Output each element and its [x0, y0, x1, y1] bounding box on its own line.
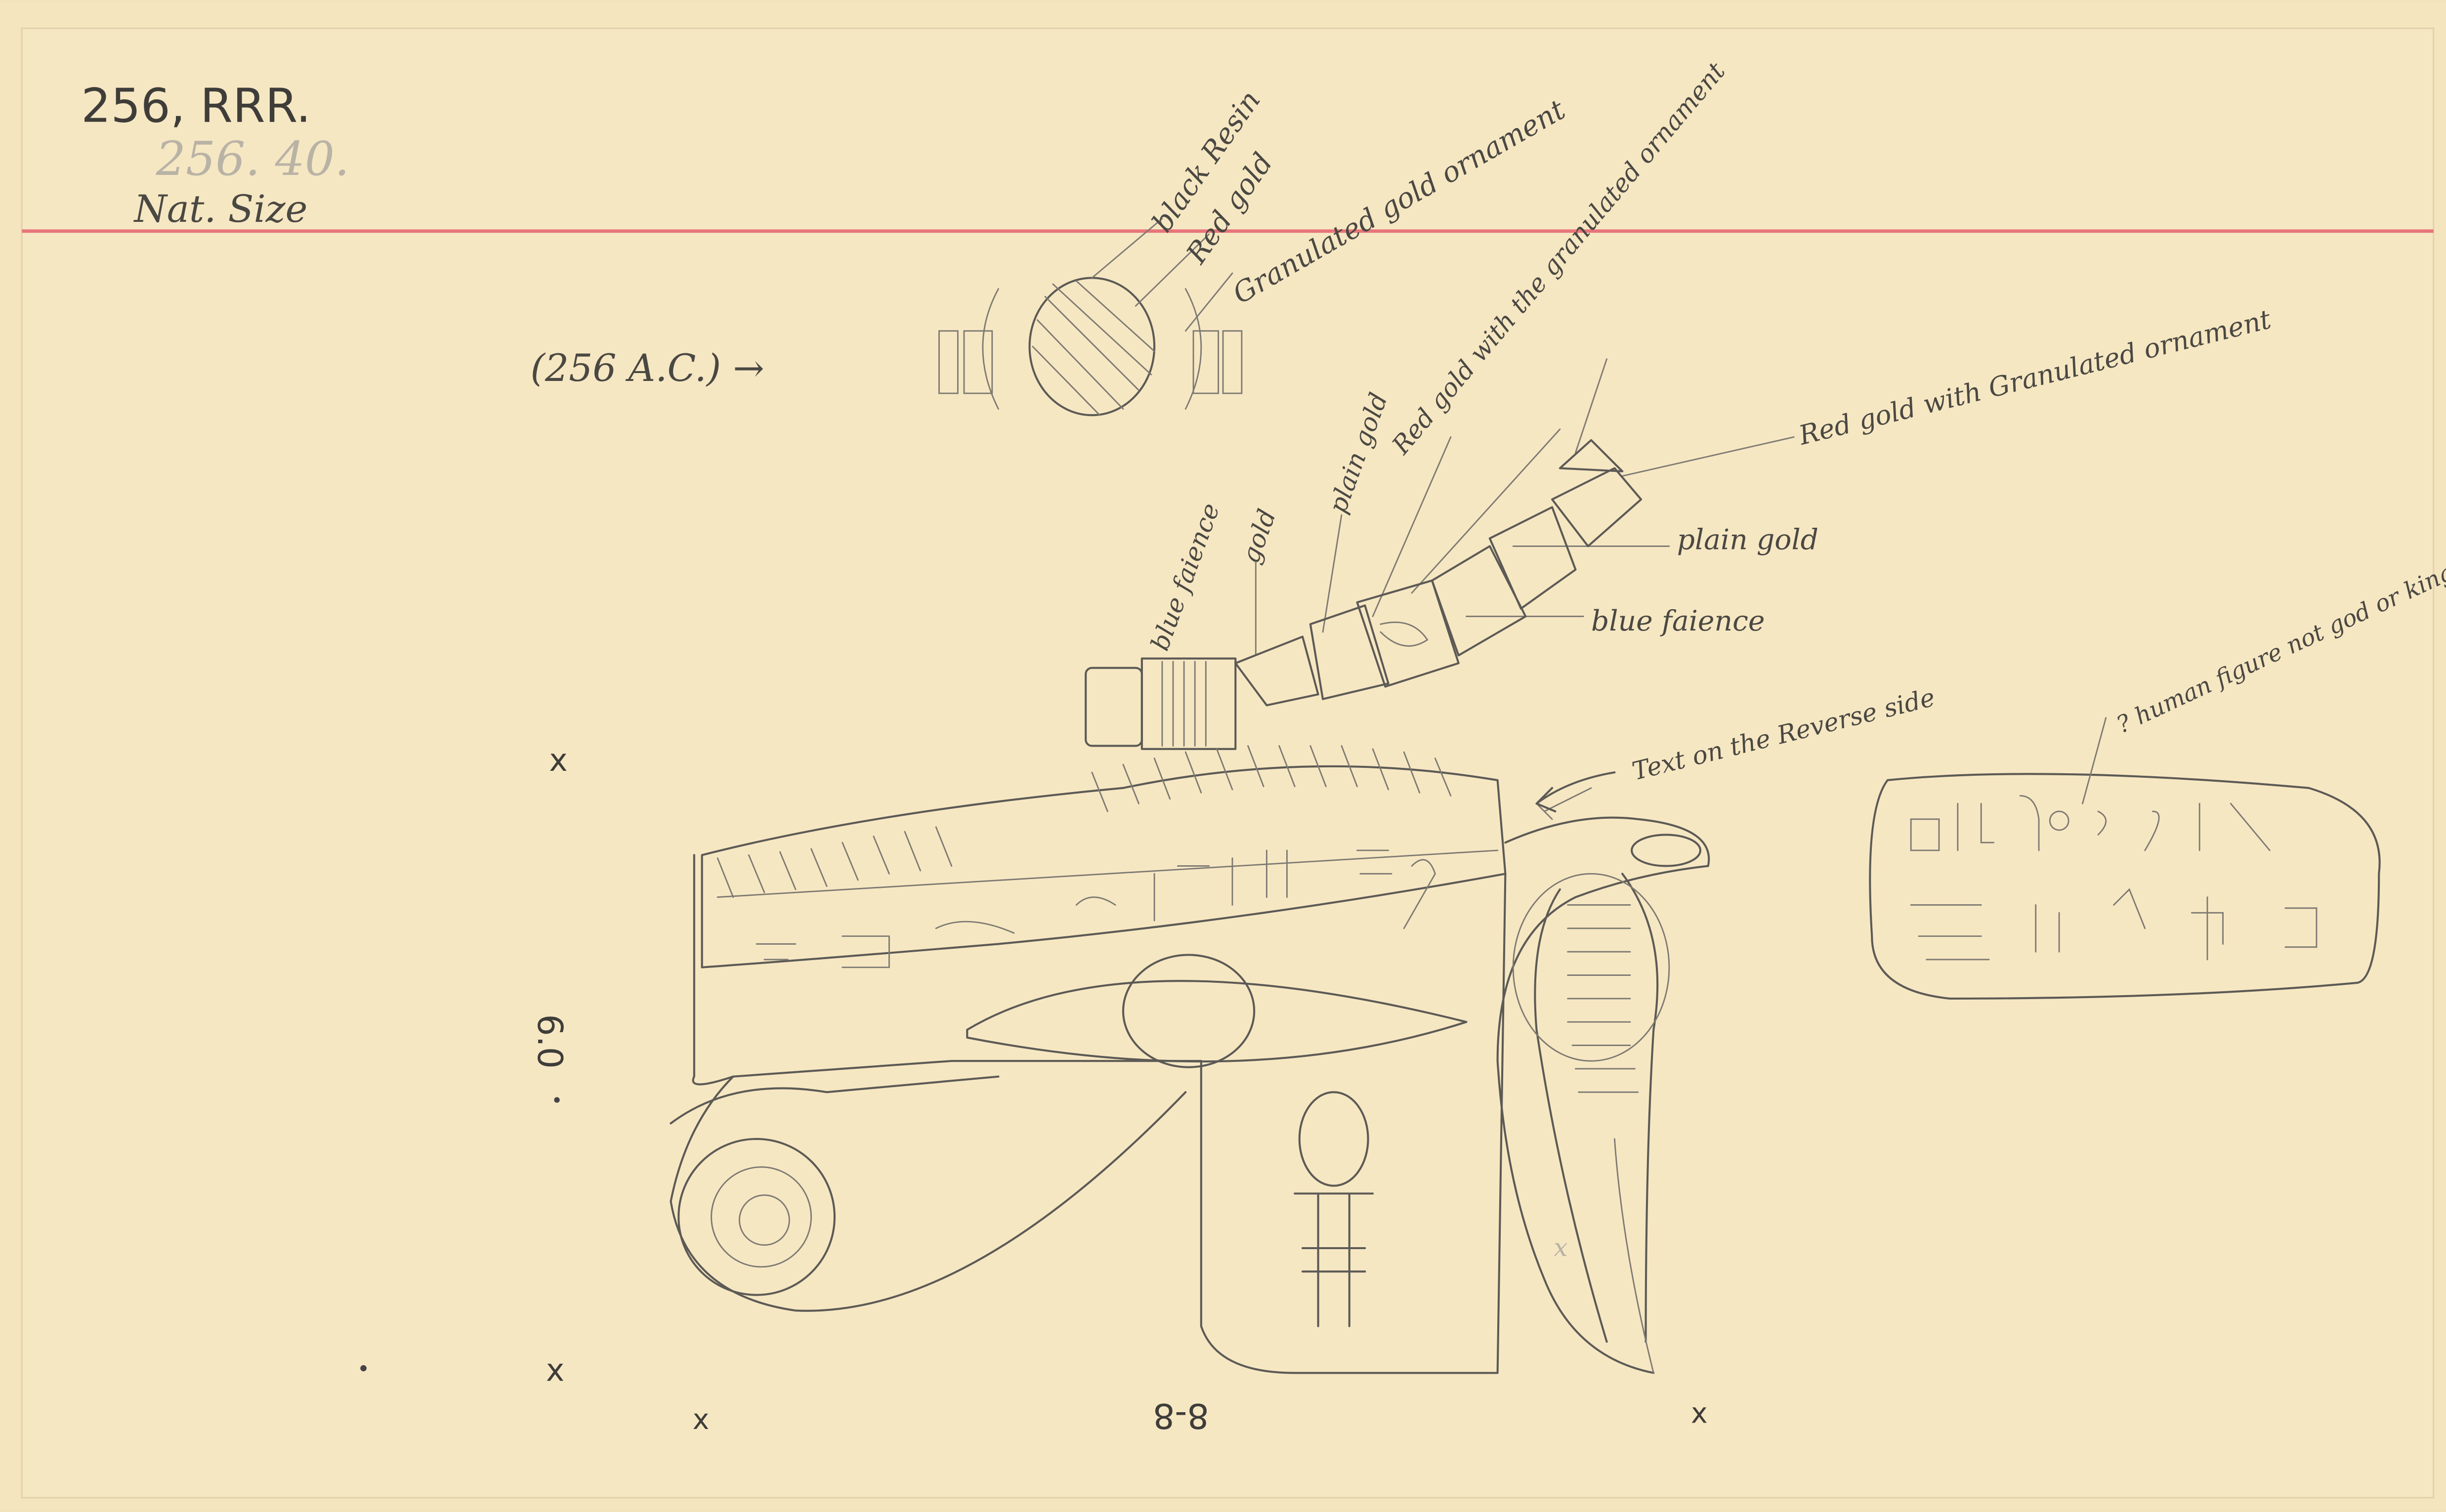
hieroglyph-cartouche	[1869, 717, 2381, 1000]
arrow-icon	[1535, 771, 1616, 813]
card-number: 256, RRR.	[81, 79, 311, 133]
label-plain-gold-2: plain gold	[1677, 524, 1818, 556]
mark-x: x	[546, 1351, 564, 1388]
card-edge	[21, 27, 2435, 1499]
pencil-dot	[360, 1365, 367, 1372]
mark-x: x	[549, 742, 567, 778]
leader-lines	[1255, 358, 1795, 656]
height-measurement: 6.0	[530, 1014, 569, 1068]
faint-card-number: 256. 40.	[156, 132, 350, 186]
bead-reference: (256 A.C.) →	[530, 346, 764, 390]
width-measurement: 8-8	[1153, 1396, 1209, 1435]
mark-x: x	[1554, 1233, 1567, 1262]
mark-x: x	[1691, 1397, 1708, 1430]
pencil-dot	[554, 1097, 560, 1103]
mark-x: x	[693, 1403, 710, 1436]
eye-of-horus-sketch	[670, 745, 1710, 1374]
clasp-sketch	[1085, 439, 1643, 750]
bead-sketch	[938, 218, 1243, 417]
scale-note: Nat. Size	[133, 187, 307, 231]
label-blue-faience-2: blue faience	[1591, 605, 1765, 637]
